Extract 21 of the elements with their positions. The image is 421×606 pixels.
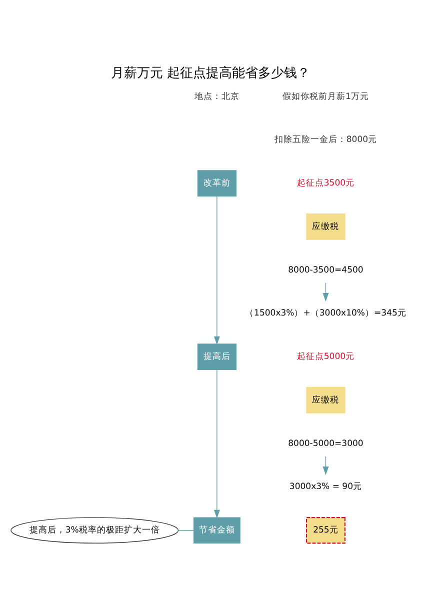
node-box: 应缴税: [306, 386, 346, 413]
node-text: 3000x3% = 90元: [289, 482, 362, 492]
label: 地点：北京: [194, 91, 240, 102]
label: 假如你税前月薪1万元: [282, 91, 369, 102]
diagram-title: 月薪万元 起征点提高能省多少钱？: [110, 65, 310, 80]
node-box: 应缴税: [306, 213, 346, 240]
node-box: 255元: [306, 516, 346, 544]
node-text: 8000-5000=3000: [288, 438, 364, 448]
node-box: 改革前: [197, 170, 236, 196]
node-box: 提高后: [197, 343, 236, 370]
arrow: [214, 368, 220, 518]
label: 扣除五险一金后：8000元: [274, 134, 378, 145]
label: 起征点3500元: [296, 178, 355, 188]
node-box: 节省金额: [193, 516, 240, 543]
node-text: 8000-3500=4500: [288, 264, 364, 275]
arrow: [214, 195, 220, 344]
node-ellipse: 提高后，3%税率的极距扩大一倍: [10, 516, 179, 543]
label: 起征点5000元: [296, 352, 355, 362]
arrow: [322, 456, 329, 475]
arrow: [322, 282, 329, 302]
node-text: （1500x3%）+（3000x10%）=345元: [245, 308, 406, 318]
